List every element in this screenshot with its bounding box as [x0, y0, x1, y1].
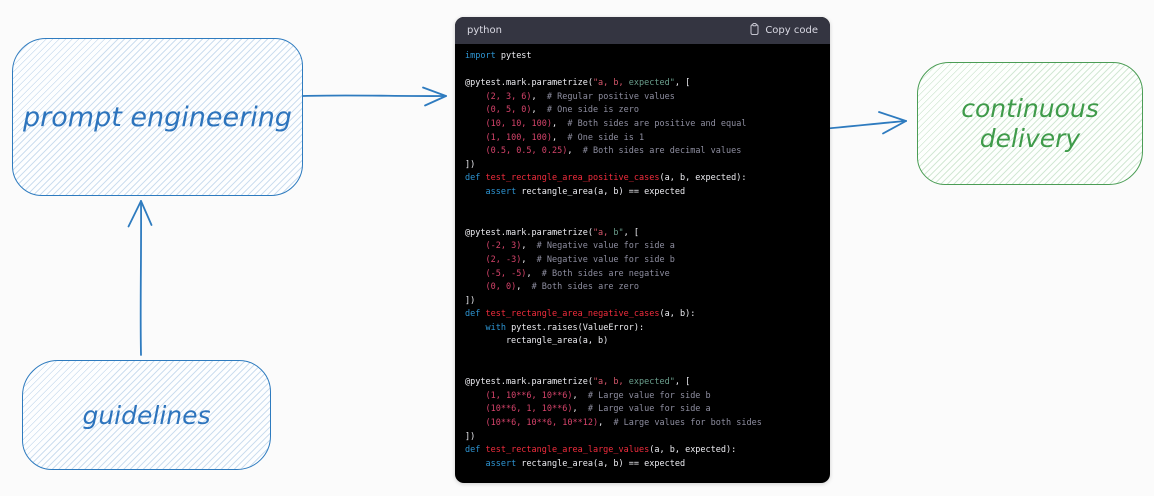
copy-code-label: Copy code: [765, 25, 818, 36]
code-language-label: python: [467, 25, 502, 36]
continuous-delivery-box: continuous delivery: [917, 62, 1143, 185]
code-line: with pytest.raises(ValueError):: [485, 322, 645, 333]
code-line: ]): [465, 159, 476, 170]
code-line: [465, 200, 820, 214]
code-line: (1, 100, 100), # One side is 1: [485, 132, 645, 143]
copy-code-button[interactable]: Copy code: [749, 23, 818, 38]
copy-icon: [749, 23, 760, 38]
code-line: assert rectangle_area(a, b) == expected: [485, 458, 686, 469]
code-line: (10**6, 1, 10**6), # Large value for sid…: [485, 404, 711, 415]
code-line: import pytest: [465, 51, 532, 61]
prompt-engineering-label: prompt engineering: [23, 101, 292, 133]
arrow-prompt-to-code: [302, 86, 447, 107]
code-line: (10, 10, 100), # Both sides are positive…: [485, 118, 747, 129]
code-line: [465, 213, 820, 227]
code-block-header: python Copy code: [455, 17, 830, 44]
code-line: (1, 10**6, 10**6), # Large value for sid…: [485, 390, 711, 401]
guidelines-label: guidelines: [82, 400, 211, 430]
code-line: (10**6, 10**6, 10**12), # Large values f…: [485, 418, 762, 429]
code-line: (0, 0), # Both sides are zero: [485, 282, 640, 293]
code-line: def test_rectangle_area_positive_cases(a…: [465, 173, 747, 184]
code-lines: import pytest @pytest.mark.parametrize("…: [455, 44, 830, 482]
prompt-engineering-box: prompt engineering: [12, 38, 303, 196]
code-line: ]): [465, 431, 476, 442]
code-line: @pytest.mark.parametrize("a, b, expected…: [465, 78, 691, 89]
code-line: (0, 5, 0), # One side is zero: [485, 105, 640, 116]
guidelines-box: guidelines: [22, 360, 271, 470]
code-line: (-5, -5), # Both sides are negative: [485, 268, 670, 279]
code-line: [465, 349, 820, 363]
code-line: def test_rectangle_area_negative_cases(a…: [465, 309, 696, 320]
code-line: [465, 363, 820, 377]
code-line: ]): [465, 295, 476, 306]
code-line: (2, 3, 6), # Regular positive values: [485, 91, 675, 102]
code-line: (2, -3), # Negative value for side b: [485, 254, 675, 265]
code-line: [465, 64, 820, 78]
code-line: (0.5, 0.5, 0.25), # Both sides are decim…: [485, 146, 742, 157]
code-line: (-2, 3), # Negative value for side a: [485, 241, 675, 252]
code-line: rectangle_area(a, b): [465, 336, 609, 347]
continuous-delivery-label: continuous delivery: [961, 94, 1099, 153]
code-line: @pytest.mark.parametrize("a, b, expected…: [465, 377, 691, 388]
code-line: def test_rectangle_area_large_values(a, …: [465, 445, 737, 456]
code-line: assert rectangle_area(a, b) == expected: [485, 186, 686, 197]
code-line: @pytest.mark.parametrize("a, b", [: [465, 227, 640, 238]
arrow-guidelines-to-prompt: [127, 200, 153, 356]
arrow-code-to-delivery: [826, 111, 907, 135]
code-block: python Copy code import pytest @pytest.m…: [455, 17, 830, 483]
